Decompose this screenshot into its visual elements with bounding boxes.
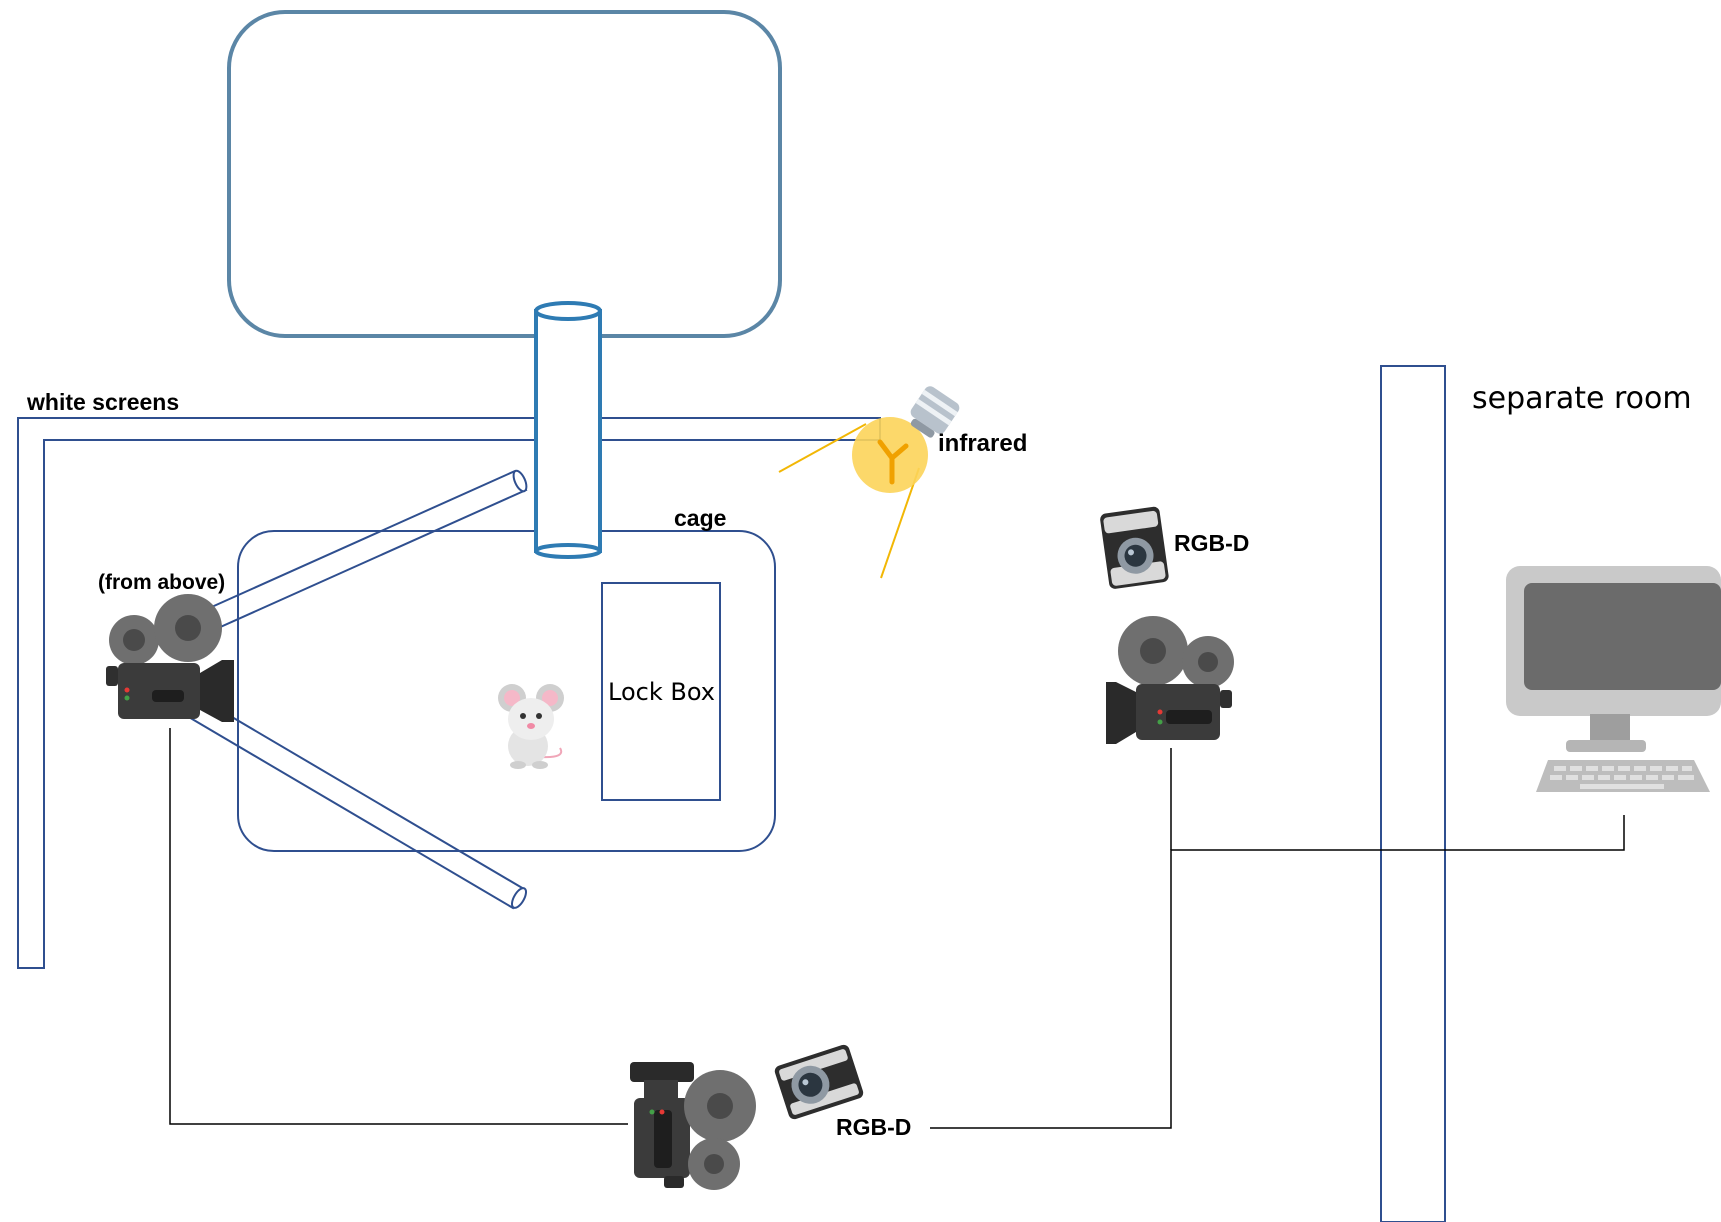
diagonal-tube-upper	[194, 469, 528, 635]
white-screens	[17, 417, 881, 969]
cage-label: cage	[674, 505, 727, 531]
cage	[237, 530, 776, 852]
rgbd-label-top: RGB-D	[1174, 530, 1250, 556]
infrared-bulb-icon	[852, 386, 960, 493]
video-camera-icon-bottom	[630, 1062, 756, 1190]
lock-box	[601, 582, 721, 801]
infrared-label: infrared	[938, 430, 1028, 457]
video-camera-icon-left	[106, 594, 234, 722]
arena	[227, 10, 782, 338]
desktop-computer-icon	[1506, 566, 1721, 792]
rgbd-camera-icon-bottom	[774, 1044, 864, 1120]
white-screens-label: white screens	[27, 389, 180, 415]
rgbd-label-bottom: RGB-D	[836, 1114, 912, 1140]
lock-box-label: Lock Box	[608, 678, 715, 706]
infrared-rays	[778, 423, 920, 579]
mouse-icon	[498, 684, 564, 769]
from-above-label: (from above)	[98, 571, 226, 594]
rgbd-camera-icon-top	[1100, 506, 1169, 589]
wires	[169, 728, 1625, 1129]
separate-room-label: separate room	[1472, 381, 1692, 416]
vertical-tube	[534, 301, 602, 559]
video-camera-icon-right	[1106, 616, 1234, 744]
separate-room-wall	[1380, 365, 1446, 1222]
